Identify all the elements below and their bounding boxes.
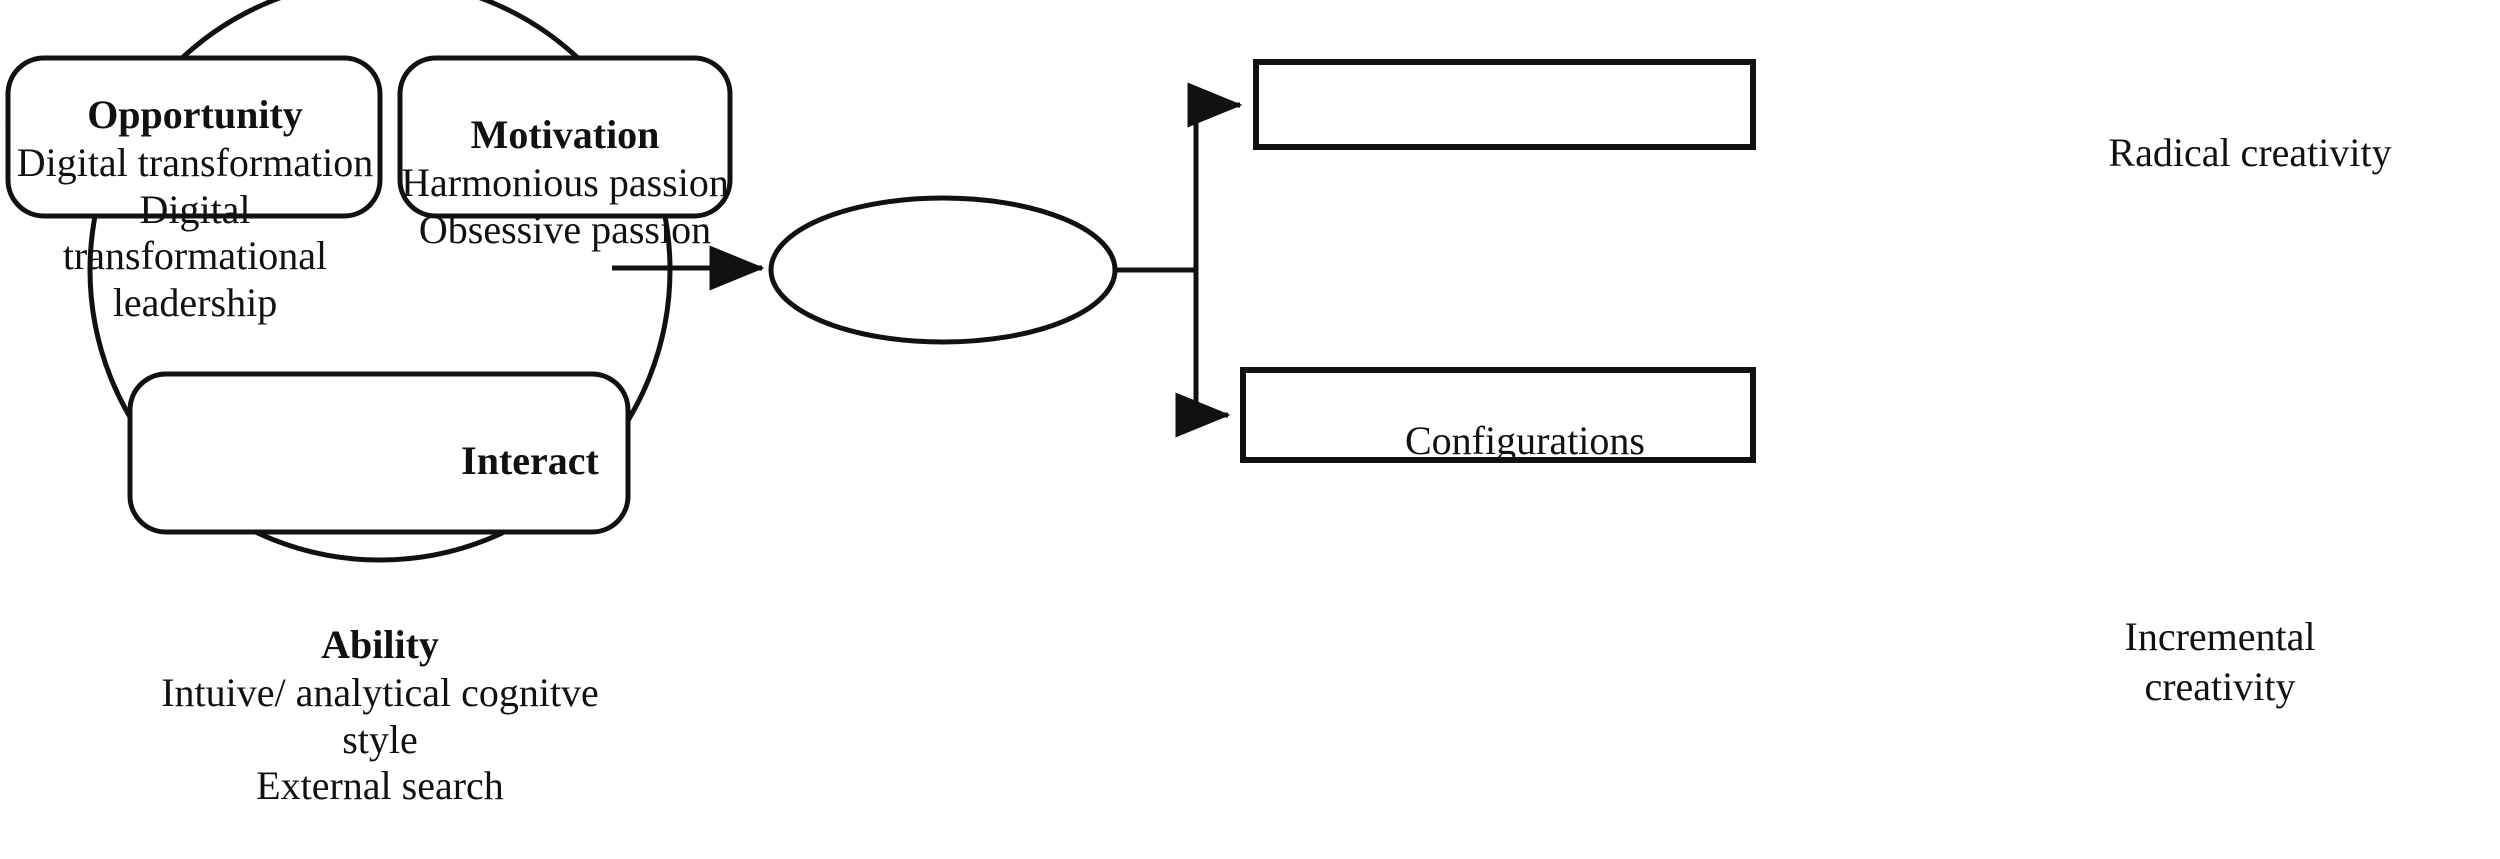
opportunity-line-3: leadership [112, 279, 278, 325]
incremental-creativity-box[interactable] [1240, 367, 1756, 463]
opportunity-line-2: Digital transformational [62, 186, 328, 279]
motivation-line-1: Harmonious passion [401, 160, 729, 206]
connector-configurations-to-radical [1115, 82, 1243, 273]
radical-creativity-label: Radical creativity [2108, 130, 2392, 175]
radical-creativity-box[interactable] [1253, 59, 1756, 150]
ability-line-2: External search [256, 763, 504, 809]
connector-configurations-to-incremental [1175, 270, 1231, 438]
opportunity-line-1: Digital transformation [16, 140, 374, 186]
ability-label-group: Ability Intuive/ analytical cognitve sty… [135, 622, 625, 810]
opportunity-title: Opportunity [87, 92, 303, 137]
motivation-title: Motivation [470, 112, 660, 157]
interact-label: Interact [461, 438, 599, 483]
opportunity-label-group: Opportunity Digital transformation Digit… [10, 92, 380, 326]
ability-box[interactable] [127, 371, 631, 535]
configurations-ellipse[interactable] [768, 195, 1118, 345]
incremental-creativity-line-2: creativity [2144, 664, 2296, 709]
motivation-box[interactable] [397, 55, 733, 219]
motivation-label-group: Motivation Harmonious passion Obsessive … [400, 112, 730, 253]
motivation-line-2: Obsessive passion [418, 206, 712, 252]
ability-line-1: Intuive/ analytical cognitve style [161, 670, 599, 762]
incremental-creativity-line-1: Incremental [2124, 614, 2316, 659]
configurations-label: Configurations [1405, 418, 1645, 463]
ability-title: Ability [321, 622, 439, 667]
incremental-creativity-label-group: Incremental creativity [1950, 612, 2490, 712]
opportunity-box[interactable] [5, 55, 383, 219]
